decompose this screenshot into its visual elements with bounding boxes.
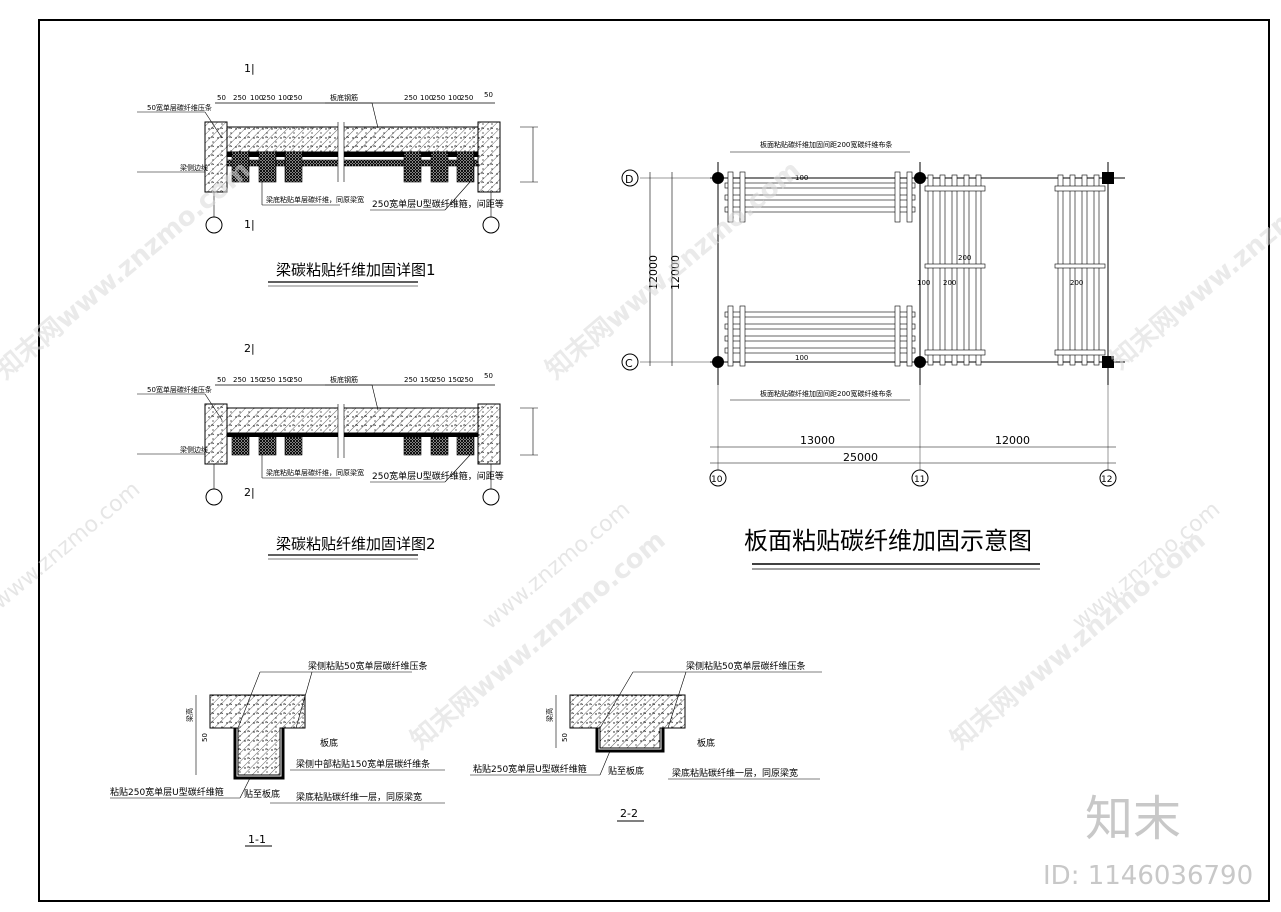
svg-text:250: 250: [233, 94, 246, 102]
plan-note-bottom: 板面粘贴碳纤维加固间距200宽碳纤维布条: [760, 389, 892, 398]
svg-text:200: 200: [943, 279, 956, 287]
sec2-label-bottom1: 贴至板底: [608, 765, 644, 777]
svg-text:www.znzmo.com: www.znzmo.com: [1068, 497, 1225, 635]
axis-bubble-D: [621, 169, 639, 187]
beam-detail-2: 2| 2| 50 250 150 250 150 250 250 150 250…: [137, 342, 538, 560]
label-beam-edge: 梁侧边线: [180, 445, 208, 454]
watermarks: 知末网www.znzmo.com 知末网www.znzmo.com 知末网www…: [0, 145, 1281, 891]
label-beam-edge: 梁侧边线: [180, 163, 208, 172]
sec2-title: 2-2: [620, 807, 638, 820]
svg-text:C: C: [625, 357, 633, 370]
label-strip-left: 50宽单层碳纤维压条: [147, 103, 212, 112]
sec1-label-mid: 梁侧中部粘贴150宽单层碳纤维条: [296, 758, 430, 770]
svg-text:250: 250: [233, 376, 246, 384]
label-slab: 板底钢筋: [330, 93, 358, 102]
svg-text:250: 250: [289, 376, 302, 384]
sec1-label-left: 粘贴250宽单层U型碳纤维箍: [110, 786, 224, 798]
svg-text:100: 100: [448, 94, 461, 102]
sec1-title: 1-1: [248, 833, 266, 846]
section-1-1: 50 梁高 梁侧粘贴50宽单层碳纤维压条 板底 梁侧中部粘贴150宽单层碳纤维条…: [110, 660, 445, 847]
svg-text:200: 200: [958, 254, 971, 262]
svg-text:250: 250: [404, 376, 417, 384]
beam-detail-1: 1| 1| 50 250 100 250 100 250 250 100 250…: [137, 62, 538, 287]
axis-bubble-12: [1099, 469, 1117, 487]
sec1-label-slab: 板底: [320, 737, 338, 749]
svg-text:50: 50: [484, 372, 493, 380]
svg-text:150: 150: [278, 376, 291, 384]
svg-text:200: 200: [1070, 279, 1083, 287]
section-2-2: 50 梁高 梁侧粘贴50宽单层碳纤维压条 板底 粘贴250宽单层U型碳纤维箍 贴…: [470, 660, 822, 822]
label-u-hoop: 250宽单层U型碳纤维箍，间距等: [372, 470, 504, 482]
label-strip-left: 50宽单层碳纤维压条: [147, 385, 212, 394]
watermark-logo: 知末: [1085, 791, 1181, 847]
svg-text:100: 100: [420, 94, 433, 102]
section-mark-bottom: 2|: [244, 486, 255, 499]
sec1-label-bottom1: 贴至板底: [244, 788, 280, 800]
svg-text:100: 100: [795, 354, 808, 362]
detail1-title: 梁碳粘贴纤维加固详图1: [276, 261, 436, 279]
section-mark-top: 1|: [244, 62, 255, 75]
label-bottom-cfrp: 梁底粘贴单层碳纤维，同原梁宽: [266, 195, 364, 204]
svg-text:150: 150: [250, 376, 263, 384]
label-u-hoop: 250宽单层U型碳纤维箍，间距等: [372, 198, 504, 210]
svg-text:250: 250: [404, 94, 417, 102]
svg-text:知末网www.znzmo.com: 知末网www.znzmo.com: [1105, 145, 1281, 375]
sec2-label-bottom2: 梁底粘贴碳纤维一层，同原梁宽: [672, 767, 798, 779]
svg-text:100: 100: [795, 174, 808, 182]
sec2-label-top: 梁侧粘贴50宽单层碳纤维压条: [686, 660, 805, 672]
dims-right: 250 100 250 100 250 50: [404, 91, 493, 102]
plan-dim-height-1: 12000: [647, 255, 660, 290]
dims-left: 50 250 150 250 150 250: [217, 376, 302, 384]
svg-text:250: 250: [432, 94, 445, 102]
svg-text:50: 50: [484, 91, 493, 99]
svg-text:100: 100: [250, 94, 263, 102]
slab-plan: 板面粘贴碳纤维加固间距200宽碳纤维布条 板面粘贴碳纤维加固间距200宽碳纤维布…: [621, 140, 1125, 570]
svg-text:11: 11: [914, 475, 925, 485]
label-bottom-cfrp: 梁底粘贴单层碳纤维，同原梁宽: [266, 468, 364, 477]
svg-text:www.znzmo.com: www.znzmo.com: [0, 477, 145, 615]
svg-text:250: 250: [262, 376, 275, 384]
svg-text:250: 250: [460, 376, 473, 384]
sec2-dim-v: 50: [561, 733, 569, 742]
svg-text:D: D: [625, 173, 633, 186]
plan-note-top: 板面粘贴碳纤维加固间距200宽碳纤维布条: [760, 140, 892, 149]
plan-dim-total: 25000: [843, 451, 878, 464]
svg-text:250: 250: [289, 94, 302, 102]
svg-text:10: 10: [711, 475, 723, 485]
axis-bubble-10: [709, 469, 727, 487]
sheet-border: [38, 19, 1270, 902]
section-mark-top: 2|: [244, 342, 255, 355]
dims-right: 250 150 250 150 250 50: [404, 372, 493, 384]
svg-text:250: 250: [432, 376, 445, 384]
svg-text:50: 50: [217, 94, 226, 102]
sec1-dim-v: 50: [201, 733, 209, 742]
label-slab: 板底钢筋: [330, 375, 358, 384]
plan-dim-span-1: 13000: [800, 434, 835, 447]
axis-bubble-11: [911, 469, 929, 487]
svg-text:100: 100: [917, 279, 930, 287]
plan-dim-span-2: 12000: [995, 434, 1030, 447]
svg-text:250: 250: [262, 94, 275, 102]
sec1-dim-side: 梁高: [185, 708, 194, 722]
svg-text:150: 150: [420, 376, 433, 384]
svg-text:12: 12: [1101, 475, 1112, 485]
sec2-label-slab: 板底: [697, 737, 715, 749]
sec2-label-left: 粘贴250宽单层U型碳纤维箍: [473, 763, 587, 775]
svg-text:250: 250: [460, 94, 473, 102]
plan-dim-height-2: 12000: [669, 255, 682, 290]
plan-title: 板面粘贴碳纤维加固示意图: [744, 527, 1032, 555]
svg-text:150: 150: [448, 376, 461, 384]
svg-text:50: 50: [217, 376, 226, 384]
watermark-id: ID: 1146036790: [1043, 861, 1253, 891]
svg-text:100: 100: [278, 94, 291, 102]
sec2-dim-side: 梁高: [545, 708, 554, 722]
section-mark-bottom: 1|: [244, 218, 255, 231]
dims-left: 50 250 100 250 100 250: [217, 94, 302, 102]
detail2-title: 梁碳粘贴纤维加固详图2: [276, 535, 436, 553]
sec1-label-top: 梁侧粘贴50宽单层碳纤维压条: [308, 660, 427, 672]
axis-bubble-C: [621, 353, 639, 371]
sec1-label-bottom2: 梁底粘贴碳纤维一层，同原梁宽: [296, 791, 422, 803]
